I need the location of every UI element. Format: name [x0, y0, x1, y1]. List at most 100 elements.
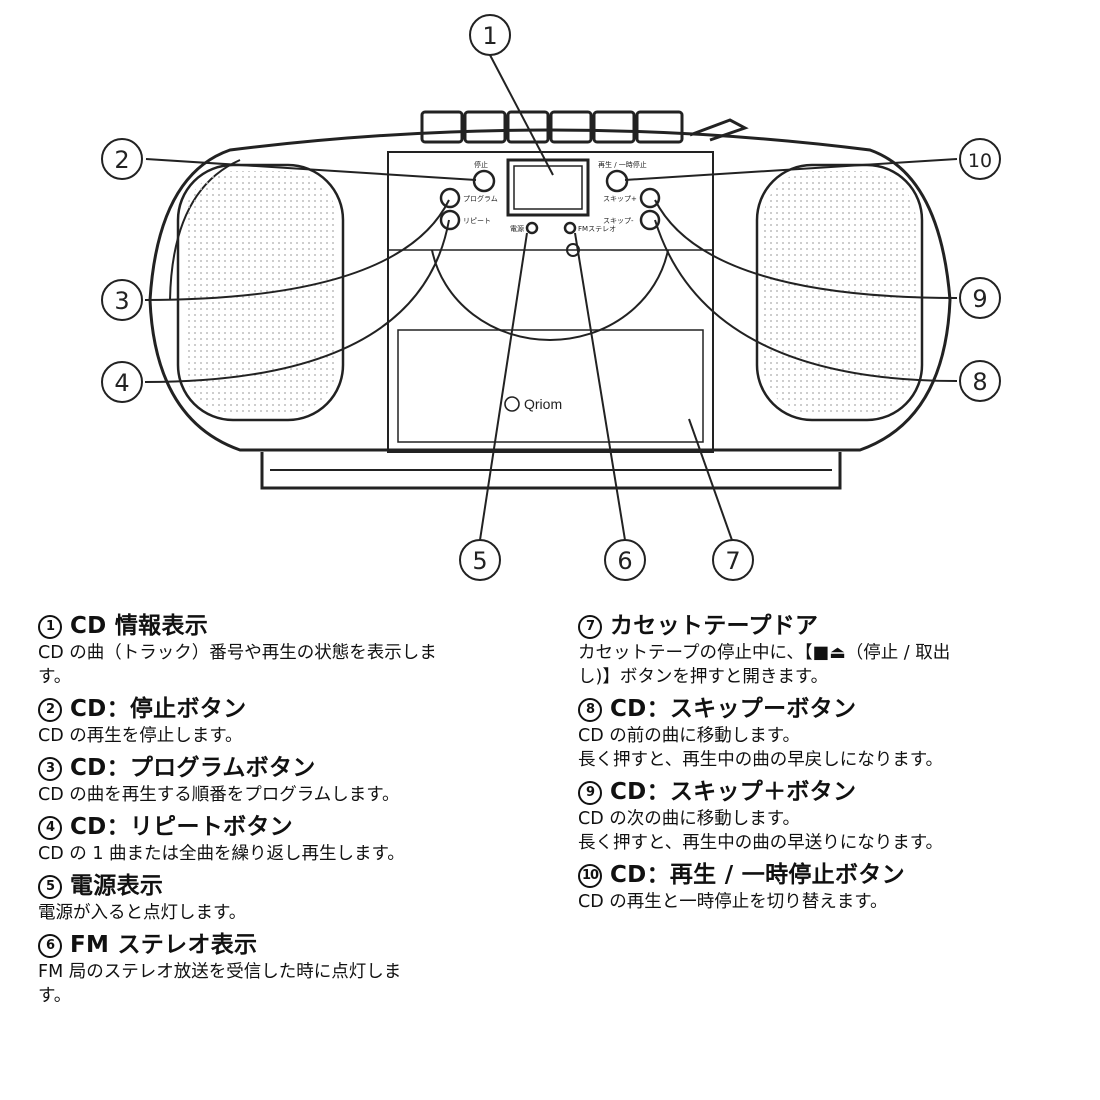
label-program: プログラム [463, 194, 498, 203]
callout-8: 8 [972, 368, 987, 396]
legend-title-text: CD 情報表示 [70, 613, 209, 639]
brand-logo: Qriom [524, 396, 562, 412]
description-line: し)】ボタンを押すと開きます。 [578, 667, 829, 687]
label-skip-minus: スキップ- [603, 217, 634, 225]
fm-stereo-led [563, 221, 577, 235]
legend-title-text: CD：プログラムボタン [70, 755, 316, 781]
legend-item-title: 7 カセットテープドア [578, 612, 1078, 641]
legend-item-description: CD の前の曲に移動します。長く押すと、再生中の曲の早戻しになります。 [578, 724, 1078, 772]
description-line: 長く押すと、再生中の曲の早送りになります。 [578, 833, 944, 853]
legend-title-text: 電源表示 [70, 873, 164, 899]
legend-number-badge: 10 [578, 864, 602, 888]
description-line: FM 局のステレオ放送を受信した時に点灯しま [38, 962, 402, 982]
legend-number-badge: 8 [578, 698, 602, 722]
legend-item: 3 CD：プログラムボタン CD の曲を再生する順番をプログラムします。 [38, 754, 538, 807]
legend-item-description: FM 局のステレオ放送を受信した時に点灯します。 [38, 960, 538, 1008]
legend-item: 4 CD：リピートボタン CD の 1 曲または全曲を繰り返し再生します。 [38, 813, 538, 866]
description-line: す。 [38, 667, 72, 687]
description-line: 長く押すと、再生中の曲の早戻しになります。 [578, 750, 944, 770]
legend-item-title: 8 CD：スキップーボタン [578, 695, 1078, 724]
legend-number-badge: 3 [38, 757, 62, 781]
legend-item-title: 4 CD：リピートボタン [38, 813, 538, 842]
legend-item-description: 電源が入ると点灯します。 [38, 901, 538, 925]
description-line: CD の曲（トラック）番号や再生の状態を表示しま [38, 643, 437, 663]
legend-number-badge: 6 [38, 934, 62, 958]
legend-title-text: CD：スキップーボタン [610, 696, 857, 722]
boombox-diagram: 停止 プログラム リピート 電源 FMステレオ 再生 / 一時停止 スキップ+ … [101, 14, 1001, 581]
legend-item-description: CD の再生を停止します。 [38, 724, 538, 748]
legend-item-title: 2 CD：停止ボタン [38, 695, 538, 724]
legend-title-text: カセットテープドア [610, 613, 819, 639]
label-repeat: リピート [463, 217, 491, 225]
callout-10: 10 [968, 150, 992, 172]
callout-5: 5 [472, 547, 487, 575]
legend-number-badge: 1 [38, 615, 62, 639]
label-skip-plus: スキップ+ [603, 195, 637, 203]
legend-title-text: FM ステレオ表示 [70, 932, 258, 958]
legend-item-description: CD の再生と一時停止を切り替えます。 [578, 890, 1078, 914]
callout-3: 3 [114, 287, 129, 315]
play-pause-button [605, 169, 629, 193]
repeat-button [439, 209, 461, 231]
legend-item-description: CD の曲（トラック）番号や再生の状態を表示します。 [38, 641, 538, 689]
left-speaker [176, 163, 345, 422]
program-button [439, 187, 461, 209]
legend-item-description: CD の 1 曲または全曲を繰り返し再生します。 [38, 842, 538, 866]
legend-item-description: CD の曲を再生する順番をプログラムします。 [38, 783, 538, 807]
base [260, 452, 842, 490]
legend-item-title: 10 CD：再生 / 一時停止ボタン [578, 861, 1078, 890]
skip-minus-button [639, 209, 661, 231]
legend-title-text: CD：再生 / 一時停止ボタン [610, 862, 905, 888]
legend-item-description: CD の次の曲に移動します。長く押すと、再生中の曲の早送りになります。 [578, 807, 1078, 855]
callout-7: 7 [725, 547, 740, 575]
label-fm-stereo: FMステレオ [578, 225, 616, 233]
cd-display [506, 158, 590, 217]
stop-button [472, 169, 496, 193]
legend-item: 5 電源表示電源が入ると点灯します。 [38, 872, 538, 925]
legend-item: 10 CD：再生 / 一時停止ボタン CD の再生と一時停止を切り替えます。 [578, 861, 1078, 914]
label-play-pause: 再生 / 一時停止 [598, 160, 647, 169]
description-line: カセットテープの停止中に、【■⏏（停止 / 取出 [578, 643, 951, 663]
legend-number-badge: 2 [38, 698, 62, 722]
legend-item-title: 9 CD：スキップ＋ボタン [578, 778, 1078, 807]
legend-item-description: カセットテープの停止中に、【■⏏（停止 / 取出し)】ボタンを押すと開きます。 [578, 641, 1078, 689]
legend-item-title: 1 CD 情報表示 [38, 612, 538, 641]
right-speaker [755, 163, 924, 422]
legend-number-badge: 7 [578, 615, 602, 639]
legend-number-badge: 9 [578, 781, 602, 805]
label-stop: 停止 [474, 160, 488, 169]
description-line: CD の次の曲に移動します。 [578, 809, 801, 829]
description-line: CD の曲を再生する順番をプログラムします。 [38, 785, 400, 805]
description-line: CD の 1 曲または全曲を繰り返し再生します。 [38, 844, 405, 864]
legend-number-badge: 5 [38, 875, 62, 899]
callout-4: 4 [114, 369, 129, 397]
cassette-keys [420, 110, 749, 144]
description-line: CD の再生を停止します。 [38, 726, 243, 746]
legend-title-text: CD：スキップ＋ボタン [610, 779, 857, 805]
callout-9: 9 [972, 285, 987, 313]
legend-item-title: 6 FM ステレオ表示 [38, 931, 538, 960]
cassette-door [397, 329, 704, 443]
callout-2: 2 [114, 146, 129, 174]
power-led [525, 221, 539, 235]
center-panel [387, 151, 714, 453]
legend-number-badge: 4 [38, 816, 62, 840]
cd-lid [431, 249, 669, 341]
legend-item-title: 3 CD：プログラムボタン [38, 754, 538, 783]
ir-sensor [566, 243, 580, 257]
legend-title-text: CD：停止ボタン [70, 696, 247, 722]
legend-item: 2 CD：停止ボタン CD の再生を停止します。 [38, 695, 538, 748]
callout-6: 6 [617, 547, 632, 575]
description-line: CD の再生と一時停止を切り替えます。 [578, 892, 888, 912]
description-line: CD の前の曲に移動します。 [578, 726, 801, 746]
legend-title-text: CD：リピートボタン [70, 814, 293, 840]
skip-plus-button [639, 187, 661, 209]
description-line: 電源が入ると点灯します。 [38, 903, 247, 923]
callout-1: 1 [482, 22, 497, 50]
